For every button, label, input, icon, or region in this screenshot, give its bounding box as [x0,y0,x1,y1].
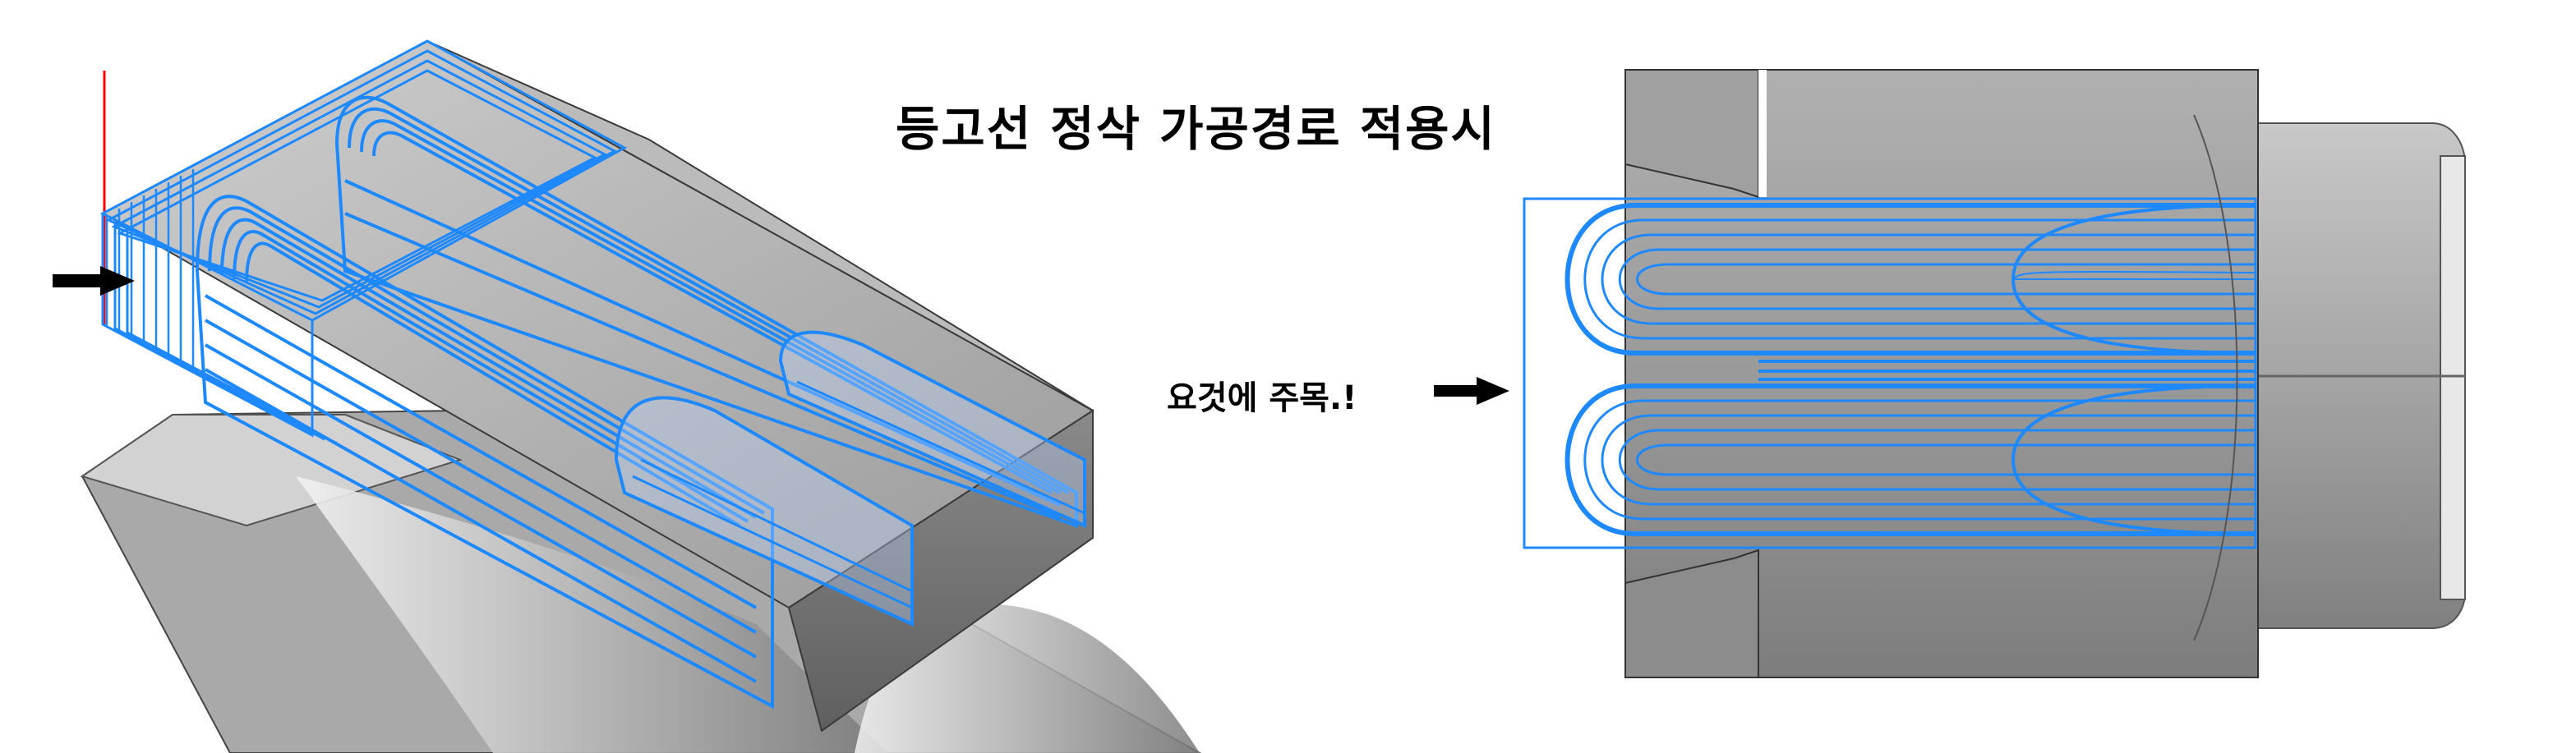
notch-bottom [1624,549,1759,678]
toolpath-lobe-1 [195,195,774,709]
toolpath-lower-lobe [1564,383,2256,536]
toolpath-vertical-strokes [105,169,195,371]
cylinder-surface [296,476,887,753]
toolpath-upper-lobe [1564,203,2256,356]
block-back-face [426,40,1094,411]
right-top-view [1523,69,2466,678]
body-arc-edge [2193,114,2238,641]
toolpath-middle-passes [1758,360,2256,381]
note-label: 요것에 주목.! [1167,379,1357,417]
toolpath-front-strokes [624,380,1085,626]
shaft-tip [2440,155,2466,600]
lower-stock-top [80,414,463,527]
arrow-right-icon [1434,377,1509,405]
body-cut-top [1758,70,1767,197]
toolpath-lobe-front-1 [614,396,914,627]
toolpath-lobe-2 [334,95,1078,528]
toolpath-boundary [1523,197,2257,549]
page-title: 등고선 정삭 가공경로 적용시 [896,101,1496,157]
arrow-right-icon [53,266,135,296]
left-isometric-view [80,39,1202,753]
block-right-face [787,409,1094,732]
